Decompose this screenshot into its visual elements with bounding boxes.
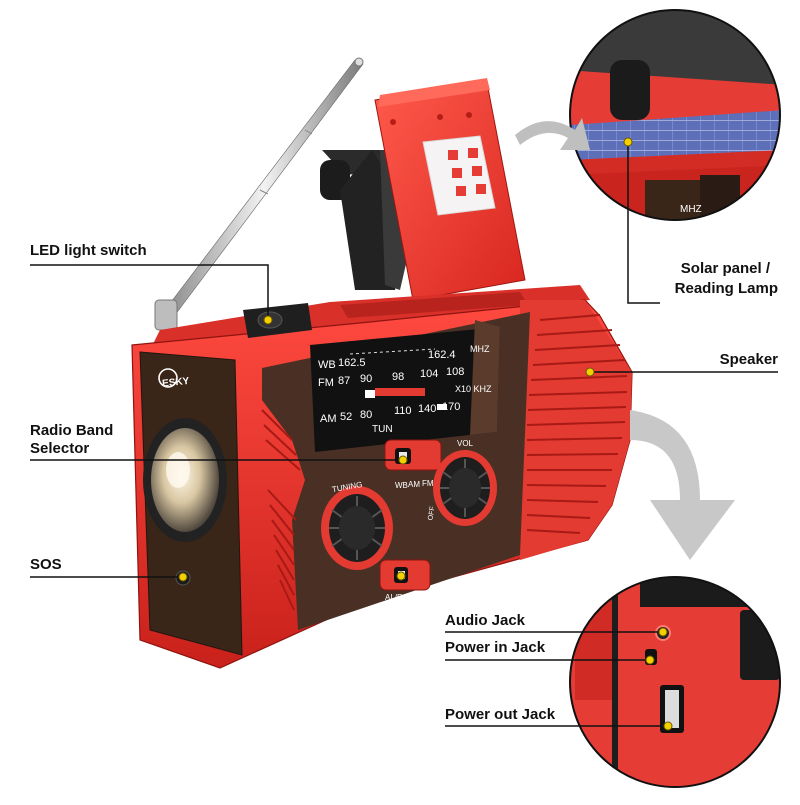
radio-body	[131, 285, 633, 669]
dial-wb-label: WB	[318, 359, 336, 371]
dial-fm-tick: 104	[420, 368, 438, 380]
marker-speaker	[585, 367, 595, 377]
label-audio-jack: Audio Jack	[445, 612, 526, 629]
label-solar-panel-line1: Solar panel /	[680, 260, 770, 277]
volume-knob[interactable]	[433, 450, 497, 526]
callout-markers	[178, 137, 673, 731]
reading-lamp-leds	[422, 135, 496, 216]
band-label-am: AM	[408, 480, 420, 489]
inset-mhz-label: MHZ	[680, 204, 702, 215]
marker-solar	[623, 137, 633, 147]
vol-label: VOL	[457, 439, 474, 448]
label-power-in-jack: Power in Jack	[445, 639, 546, 656]
band-selector-switch[interactable]	[384, 439, 442, 471]
band-label-wb: WB	[395, 481, 408, 490]
dial-fm-tick: 98	[392, 371, 404, 383]
marker-alarm	[396, 571, 406, 581]
dial-am-tick: 170	[442, 401, 460, 413]
marker-sos	[178, 572, 188, 582]
dial-fm-tick: 87	[338, 375, 350, 387]
off-label: OFF	[427, 506, 436, 521]
marker-audio-jack	[658, 627, 668, 637]
label-sos: SOS	[30, 556, 62, 573]
dial-wb-start: 162.5	[338, 357, 366, 369]
dial-fm-tick: 90	[360, 373, 372, 385]
label-led-light-switch: LED light switch	[30, 242, 147, 259]
marker-power-in	[645, 655, 655, 665]
dial-am-tick: 140	[418, 403, 436, 415]
label-power-out-jack: Power out Jack	[445, 706, 556, 723]
alarm-radio-label: AL/RADIO	[385, 593, 422, 602]
dial-am-tick: 52	[340, 411, 352, 423]
arrow-top-icon	[515, 118, 590, 150]
label-speaker: Speaker	[719, 351, 778, 368]
antenna[interactable]	[154, 57, 364, 331]
label-solar-panel-line2: Reading Lamp	[674, 280, 778, 297]
dial-am-tick: 80	[360, 409, 372, 421]
marker-power-out	[663, 721, 673, 731]
marker-band-selector	[398, 455, 408, 465]
band-label-fm: FM	[422, 479, 434, 488]
dial-am-tick: 110	[394, 405, 412, 417]
callout-lines	[30, 142, 778, 727]
dial-fm-tick: 108	[446, 366, 464, 378]
tuning-dial-window	[310, 320, 500, 452]
marker-led-switch	[263, 315, 273, 325]
label-radio-band-selector-line2: Selector	[30, 440, 90, 457]
label-radio-band-selector-line1: Radio Band	[30, 422, 114, 439]
dial-wb-end: 162.4	[428, 349, 456, 361]
dial-tun-label: TUN	[372, 424, 393, 435]
dial-am-label: AM	[320, 413, 337, 425]
dial-fm-label: FM	[318, 377, 334, 389]
tuning-knob[interactable]	[321, 486, 393, 570]
dial-fm-unit: X10 KHZ	[455, 384, 492, 394]
solar-closeup-inset	[569, 9, 781, 221]
flashlight	[143, 418, 227, 542]
jacks-closeup-inset	[569, 576, 781, 788]
solar-lid[interactable]	[374, 78, 526, 301]
arrow-down-icon	[630, 410, 735, 560]
speaker-grill	[526, 314, 628, 534]
dial-mhz-unit: MHZ	[470, 344, 490, 354]
brand-logo: ESKY	[162, 376, 191, 390]
